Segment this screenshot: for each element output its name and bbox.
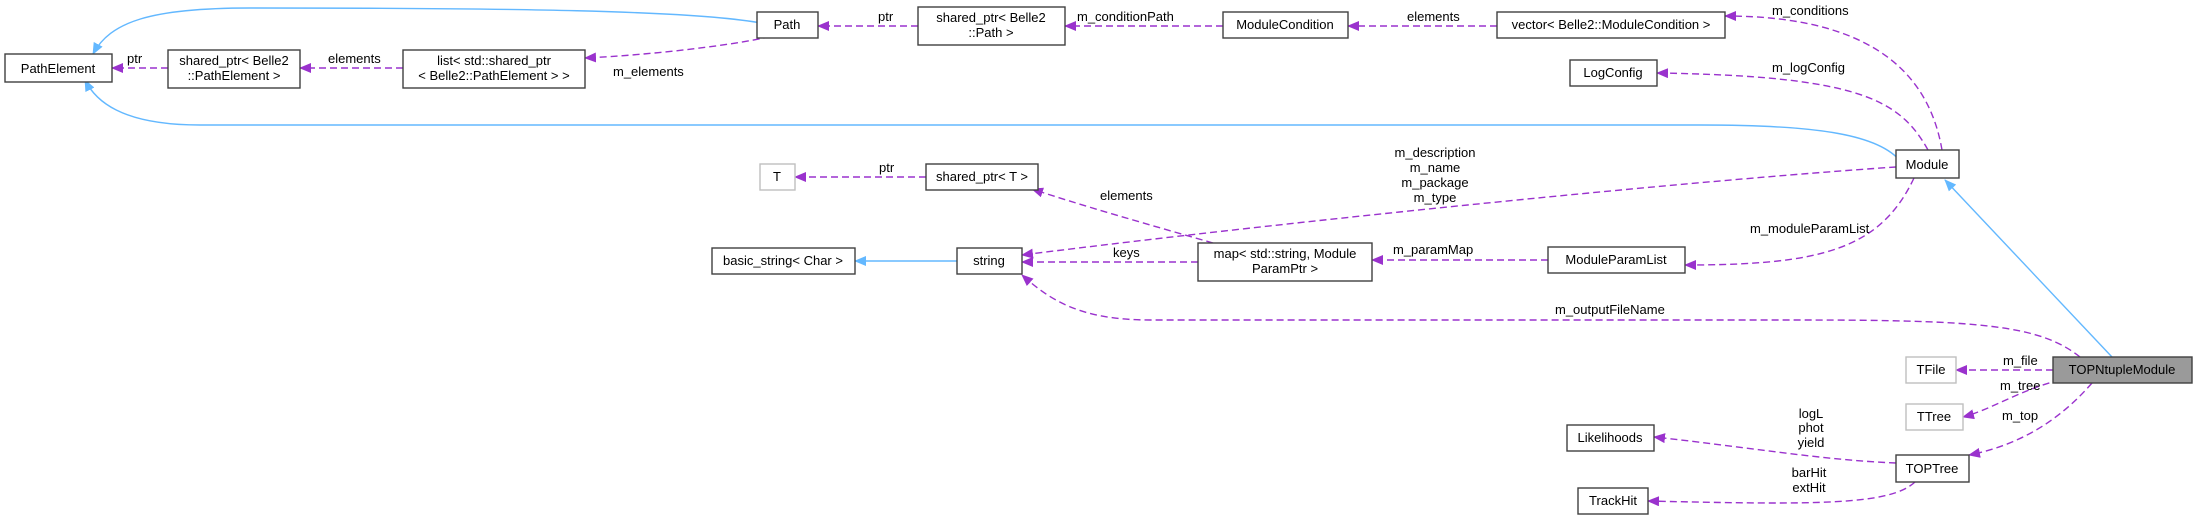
node-list-shared-ptr[interactable]: list< std::shared_ptr < Belle2::PathElem… <box>402 49 586 89</box>
node-shared-ptr-path[interactable]: shared_ptr< Belle2 ::Path > <box>917 6 1066 46</box>
edge-topntuple-m-tree <box>1962 379 2061 420</box>
node-label: T <box>773 169 781 184</box>
node-basic-string[interactable]: basic_string< Char > <box>711 247 856 275</box>
node-label: map< std::string, Module <box>1214 246 1357 261</box>
edge-label-trackhit-field-0: barHit <box>1792 465 1827 480</box>
edge-label-m-conditionpath: m_conditionPath <box>1077 9 1174 24</box>
node-label: TOPTree <box>1906 461 1959 476</box>
node-path-element[interactable]: PathElement <box>4 53 113 83</box>
edge-module-strings <box>1021 166 1897 259</box>
node-path[interactable]: Path <box>756 11 819 39</box>
edge-label-ptr-t: ptr <box>879 160 895 175</box>
edge-label-keys: keys <box>1113 245 1140 260</box>
edge-label-m-conditions: m_conditions <box>1772 3 1849 18</box>
edge-label-m-outputfilename: m_outputFileName <box>1555 302 1665 317</box>
edge-label-m-parammap: m_paramMap <box>1393 242 1473 257</box>
edge-label-module-strings-3: m_type <box>1414 190 1457 205</box>
edge-label-ptr-path: ptr <box>878 9 894 24</box>
edge-label-trackhit-field-1: extHit <box>1792 480 1826 495</box>
node-ttree[interactable]: TTree <box>1905 403 1964 431</box>
edge-label-m-top: m_top <box>2002 408 2038 423</box>
node-t[interactable]: T <box>759 163 796 191</box>
edge-label-module-strings-0: m_description <box>1395 145 1476 160</box>
edge-module-m-logconfig <box>1656 68 1929 151</box>
edge-label-module-strings-1: m_name <box>1410 160 1461 175</box>
edge-path-m-elements <box>584 33 782 63</box>
node-module-param-list[interactable]: ModuleParamList <box>1547 246 1686 274</box>
node-vector-module-condition[interactable]: vector< Belle2::ModuleCondition > <box>1496 11 1726 39</box>
node-label: Path <box>774 17 801 32</box>
edge-label-ptr-pathelement: ptr <box>127 51 143 66</box>
node-toptree[interactable]: TOPTree <box>1895 454 1970 483</box>
node-topntuple-module[interactable]: TOPNtupleModule <box>2052 356 2193 384</box>
node-shared-ptr-pathelement[interactable]: shared_ptr< Belle2 ::PathElement > <box>167 49 301 89</box>
edge-label-likelihood-field-1: phot <box>1798 420 1824 435</box>
node-trackhit[interactable]: TrackHit <box>1577 487 1649 515</box>
node-module-condition[interactable]: ModuleCondition <box>1222 11 1349 39</box>
node-label: TTree <box>1917 409 1951 424</box>
edge-topntuple-m-top <box>1968 382 2093 458</box>
edge-label-m-moduleparamlist: m_moduleParamList <box>1750 221 1870 236</box>
node-label: Likelihoods <box>1577 430 1643 445</box>
node-label: shared_ptr< Belle2 <box>179 53 289 68</box>
edge-topntuple-inherits-module <box>1944 179 2113 358</box>
node-likelihoods[interactable]: Likelihoods <box>1566 424 1655 452</box>
edge-label-likelihood-field-0: logL <box>1799 406 1824 421</box>
node-label: TFile <box>1917 362 1946 377</box>
edge-label-module-strings-2: m_package <box>1401 175 1468 190</box>
edge-module-m-conditions <box>1724 11 1943 151</box>
node-label: ModuleParamList <box>1565 252 1667 267</box>
node-label: ::PathElement > <box>188 68 281 83</box>
edge-label-elements-vector: elements <box>1407 9 1460 24</box>
node-label: TOPNtupleModule <box>2069 362 2176 377</box>
node-label: vector< Belle2::ModuleCondition > <box>1512 17 1711 32</box>
node-label: basic_string< Char > <box>723 253 843 268</box>
node-label: Module <box>1906 157 1949 172</box>
edge-label-likelihood-field-2: yield <box>1798 435 1825 450</box>
edge-label-elements-map: elements <box>1100 188 1153 203</box>
edge-map-elements <box>1031 187 1214 244</box>
node-log-config[interactable]: LogConfig <box>1569 59 1658 87</box>
edge-label-elements-list: elements <box>328 51 381 66</box>
edge-module-inherits-pathelement <box>84 79 1902 163</box>
node-label: TrackHit <box>1589 493 1637 508</box>
edge-path-inherits-pathelement <box>92 7 767 55</box>
edge-toptree-trackhit <box>1647 481 1916 507</box>
edge-label-m-file: m_file <box>2003 353 2038 368</box>
node-label: shared_ptr< T > <box>936 169 1028 184</box>
node-shared-ptr-t[interactable]: shared_ptr< T > <box>925 163 1039 191</box>
edge-topntuple-m-outputfilename <box>1021 274 2081 358</box>
edge-label-m-logconfig: m_logConfig <box>1772 60 1845 75</box>
node-label: string <box>973 253 1005 268</box>
node-label: ::Path > <box>968 25 1013 40</box>
edge-label-m-elements: m_elements <box>613 64 684 79</box>
node-label: ModuleCondition <box>1236 17 1334 32</box>
node-string[interactable]: string <box>956 247 1023 275</box>
node-label: PathElement <box>21 61 96 76</box>
edge-toptree-likelihoods <box>1653 433 1897 464</box>
node-tfile[interactable]: TFile <box>1905 356 1957 384</box>
edge-module-m-moduleparamlist <box>1684 177 1915 270</box>
node-label: list< std::shared_ptr <box>437 53 551 68</box>
edge-label-m-tree: m_tree <box>2000 378 2040 393</box>
node-label: LogConfig <box>1583 65 1642 80</box>
node-label: shared_ptr< Belle2 <box>936 10 1046 25</box>
node-map-string-param[interactable]: map< std::string, Module ParamPtr > <box>1197 242 1373 282</box>
node-module[interactable]: Module <box>1895 149 1960 179</box>
node-label: ParamPtr > <box>1252 261 1318 276</box>
node-label: < Belle2::PathElement > > <box>418 68 569 83</box>
